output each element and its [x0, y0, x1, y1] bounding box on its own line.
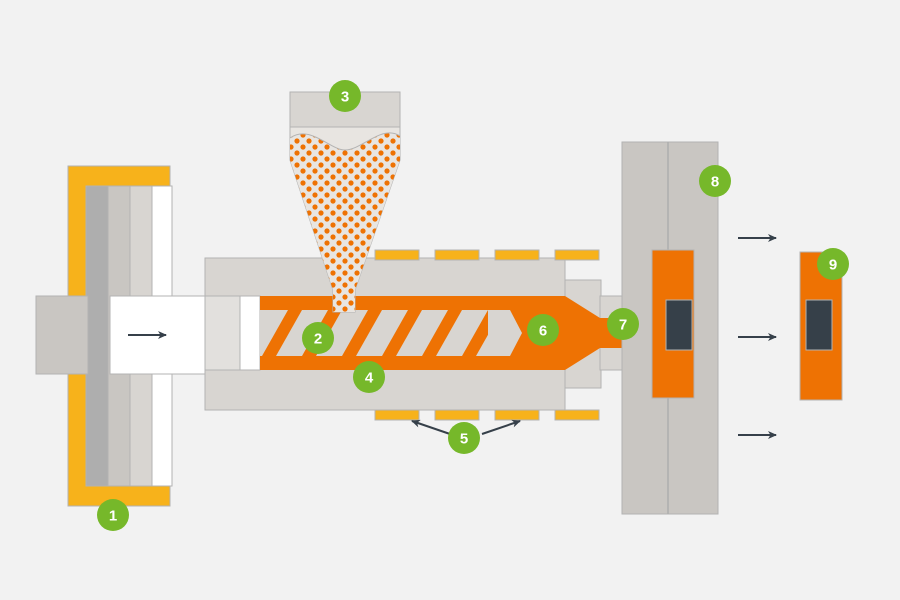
- heater-band-top: [494, 249, 540, 261]
- hydraulic-ram-block: [35, 295, 89, 375]
- screw-flight: [382, 310, 422, 356]
- callout-badge-label: 3: [341, 89, 349, 106]
- callout-badge-label: 8: [711, 174, 719, 191]
- callout-screw[interactable]: 2: [302, 322, 334, 354]
- callout-badge-label: 5: [460, 431, 468, 448]
- callout-badge-circle: [353, 361, 385, 393]
- callout-nozzle[interactable]: 7: [607, 308, 639, 340]
- heater-band-bottom: [554, 409, 600, 421]
- clamping-unit: [35, 165, 241, 507]
- screw-flight: [422, 310, 462, 356]
- callout-barrel[interactable]: 4: [353, 361, 385, 393]
- mold-insert: [665, 299, 693, 351]
- callout-badge-circle: [817, 248, 849, 280]
- screw-tip-notch: [488, 310, 522, 356]
- callout-hopper[interactable]: 3: [329, 80, 361, 112]
- callout-badges: 1 2 3 4 5 6 7 8: [97, 80, 849, 531]
- screw-flight: [342, 310, 382, 356]
- callout-heater-bands[interactable]: 5: [448, 422, 480, 454]
- heater-band-bottom: [374, 409, 420, 421]
- heater-band-top: [554, 249, 600, 261]
- finished-part-insert: [805, 299, 833, 351]
- callout-badge-label: 2: [314, 331, 322, 348]
- callout-clamping-unit[interactable]: 1: [97, 499, 129, 531]
- callout-badge-circle: [607, 308, 639, 340]
- callout-badge-circle: [329, 80, 361, 112]
- callout-badge-label: 1: [109, 508, 117, 525]
- barrel-rear-bore: [204, 295, 241, 371]
- callout-badge-circle: [302, 322, 334, 354]
- callout-badge-label: 7: [619, 317, 627, 334]
- screw-flight: [262, 310, 302, 356]
- ejected-molded-part: [799, 251, 843, 401]
- callout-badge-circle: [699, 165, 731, 197]
- callout-badge-label: 4: [365, 370, 374, 387]
- heater-band-top: [374, 249, 420, 261]
- hopper-throat-granulate: [333, 290, 355, 312]
- arrow-to-lower-right-heater: [481, 419, 521, 435]
- callout-badge-label: 6: [539, 323, 547, 340]
- callout-badge-circle: [97, 499, 129, 531]
- callout-mold[interactable]: 8: [699, 165, 731, 197]
- heater-band-top: [434, 249, 480, 261]
- callout-badge-circle: [527, 314, 559, 346]
- heater-band-bottom: [494, 409, 540, 421]
- heater-bands: [374, 249, 600, 435]
- clamping-plate-1: [85, 185, 109, 487]
- barrel-rear-gap: [239, 295, 261, 371]
- heater-band-bottom: [434, 409, 480, 421]
- ejection-arrows: [738, 234, 777, 439]
- melt-and-screw: [260, 296, 622, 370]
- callout-badge-circle: [448, 422, 480, 454]
- callout-melt[interactable]: 6: [527, 314, 559, 346]
- callout-badge-label: 9: [829, 257, 837, 274]
- arrow-to-lower-left-heater: [411, 419, 451, 435]
- granulate-surface-line: [290, 132, 400, 151]
- callout-molded-part[interactable]: 9: [817, 248, 849, 280]
